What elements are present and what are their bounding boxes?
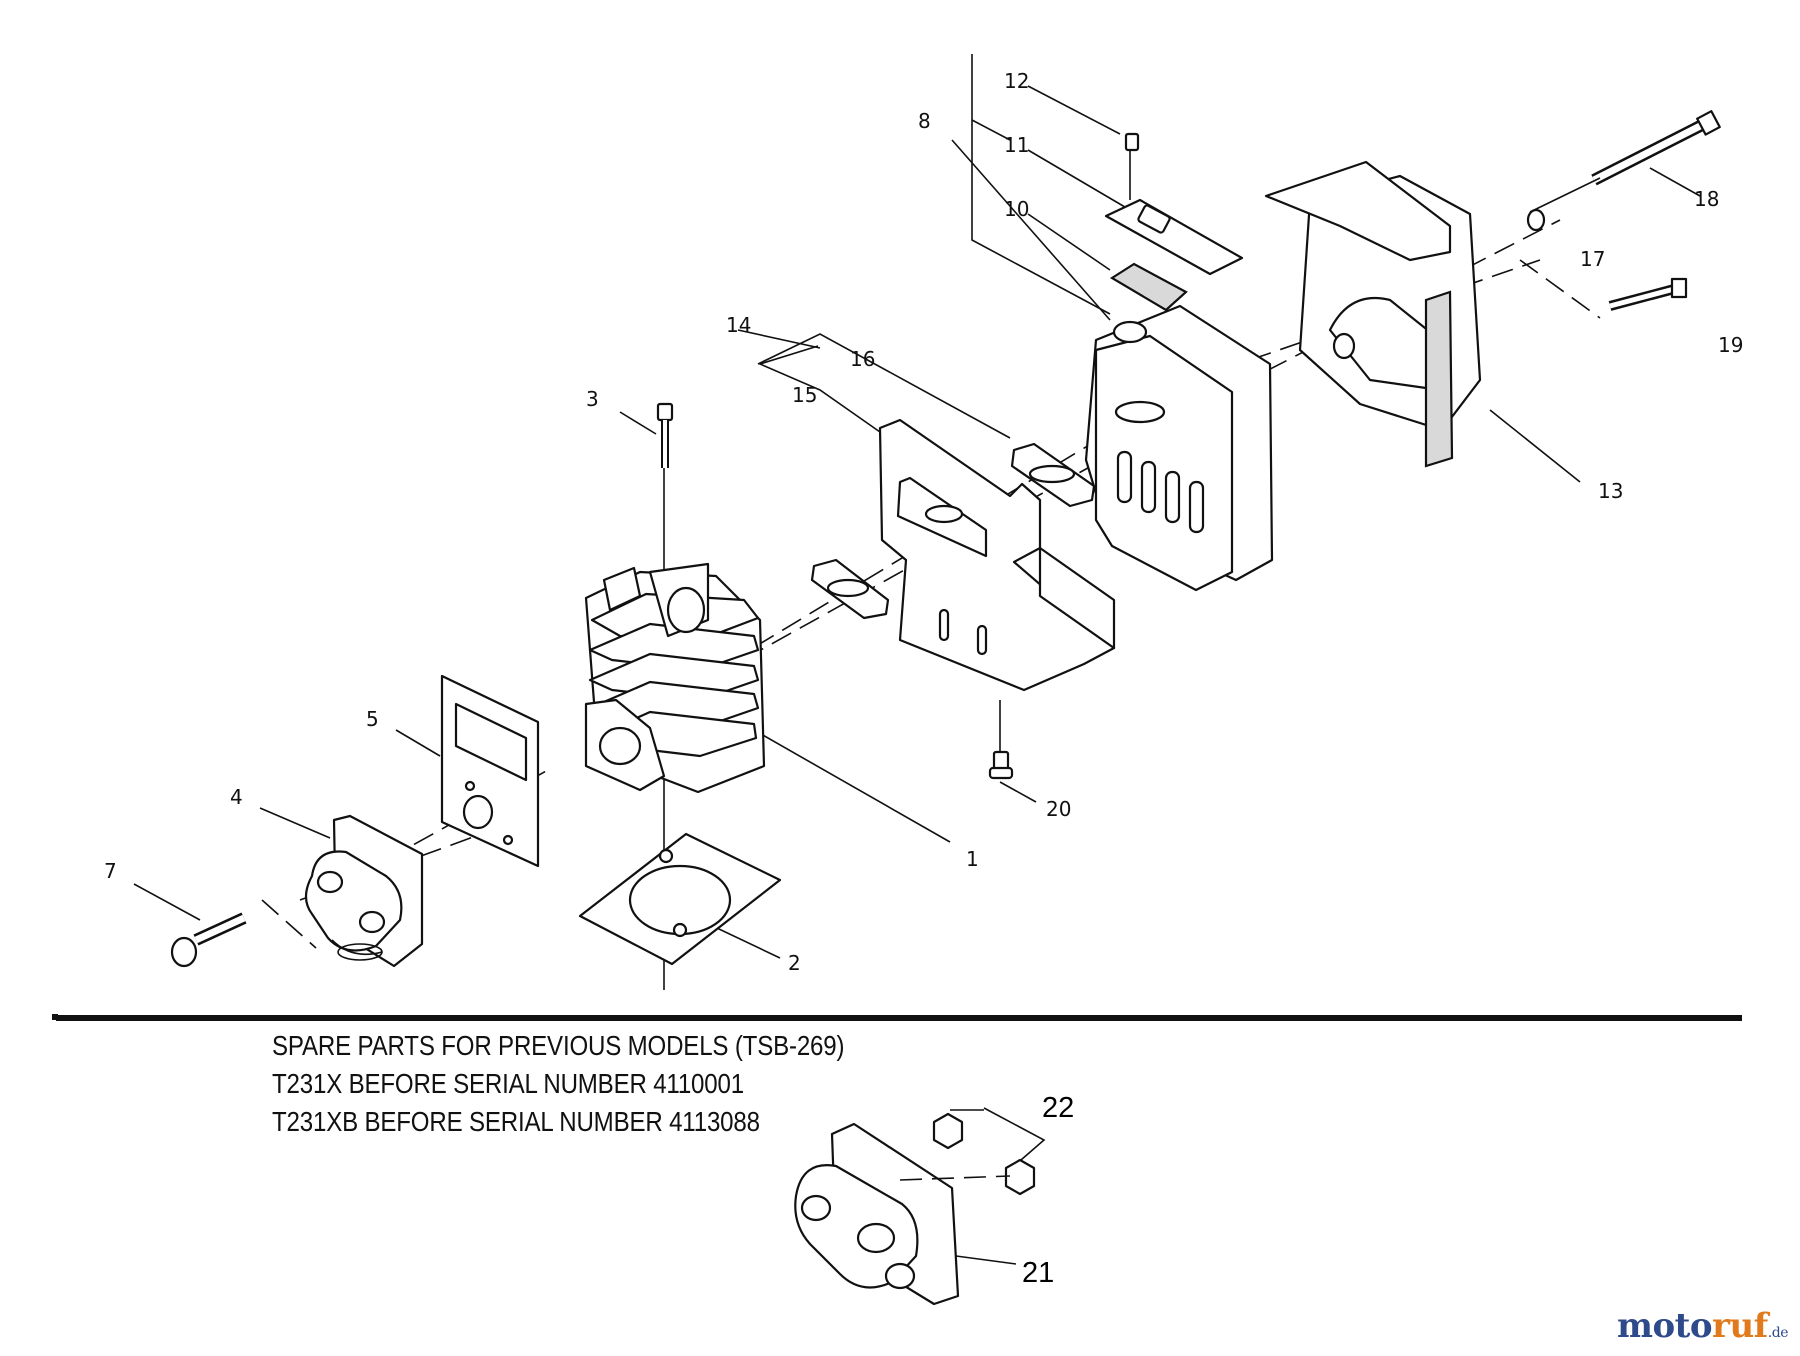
leader-lines (133, 54, 1701, 1265)
callout-5: 5 (366, 707, 379, 731)
bolt-part-7 (170, 912, 247, 968)
callout-2: 2 (788, 951, 801, 975)
callout-7: 7 (104, 859, 117, 883)
muffler-body-part-8 (1084, 304, 1274, 592)
callout-14: 14 (726, 313, 751, 337)
callout-15: 15 (792, 383, 817, 407)
previous-models-note-serial-1: T231X BEFORE SERIAL NUMBER 4110001 (272, 1068, 744, 1099)
callout-labels: 12 11 10 8 18 17 19 13 14 16 15 3 5 4 7 … (104, 69, 1743, 1289)
callout-1: 1 (966, 847, 979, 871)
callout-18: 18 (1694, 187, 1719, 211)
callout-22: 22 (1042, 1092, 1074, 1124)
callout-19: 19 (1718, 333, 1743, 357)
callout-3: 3 (586, 387, 599, 411)
base-gasket-part-2 (578, 832, 782, 966)
callout-8: 8 (918, 109, 931, 133)
bolt-part-3 (656, 402, 674, 468)
flange-assembly-part-21 (794, 1122, 960, 1306)
screen-part-10 (1109, 262, 1188, 312)
callout-11: 11 (1004, 133, 1029, 157)
nuts-part-22 (899, 1112, 1036, 1196)
callout-10: 10 (1004, 197, 1029, 221)
gasket-part-14 (810, 558, 890, 620)
gasket-part-16 (1010, 442, 1096, 508)
watermark-logo: motoruf.de (1616, 1306, 1789, 1346)
spring-clip-part-4b (337, 943, 383, 961)
cylinder-part-1 (584, 562, 766, 794)
heat-shield-part-15 (878, 418, 1116, 692)
plate-part-11 (1104, 198, 1244, 276)
long-bolt-part-18 (1529, 110, 1721, 213)
intake-flange-part-4 (304, 814, 424, 968)
bolt-part-19 (1608, 277, 1688, 311)
callout-4: 4 (230, 785, 243, 809)
callout-21: 21 (1022, 1257, 1054, 1289)
callout-16: 16 (850, 347, 875, 371)
muffler-cover-part-13 (1264, 160, 1482, 468)
bolt-part-20 (988, 750, 1014, 780)
callout-20: 20 (1046, 797, 1071, 821)
divider-start-mark (52, 1014, 58, 1020)
washer-part-17 (1526, 208, 1546, 232)
previous-models-note-title: SPARE PARTS FOR PREVIOUS MODELS (TSB-269… (272, 1030, 845, 1061)
screw-part-12 (1124, 132, 1140, 152)
previous-models-note-serial-2: T231XB BEFORE SERIAL NUMBER 4113088 (272, 1106, 760, 1137)
insulator-plate-part-5 (440, 674, 540, 868)
callout-13: 13 (1598, 479, 1623, 503)
callout-12: 12 (1004, 69, 1029, 93)
callout-17: 17 (1580, 247, 1605, 271)
